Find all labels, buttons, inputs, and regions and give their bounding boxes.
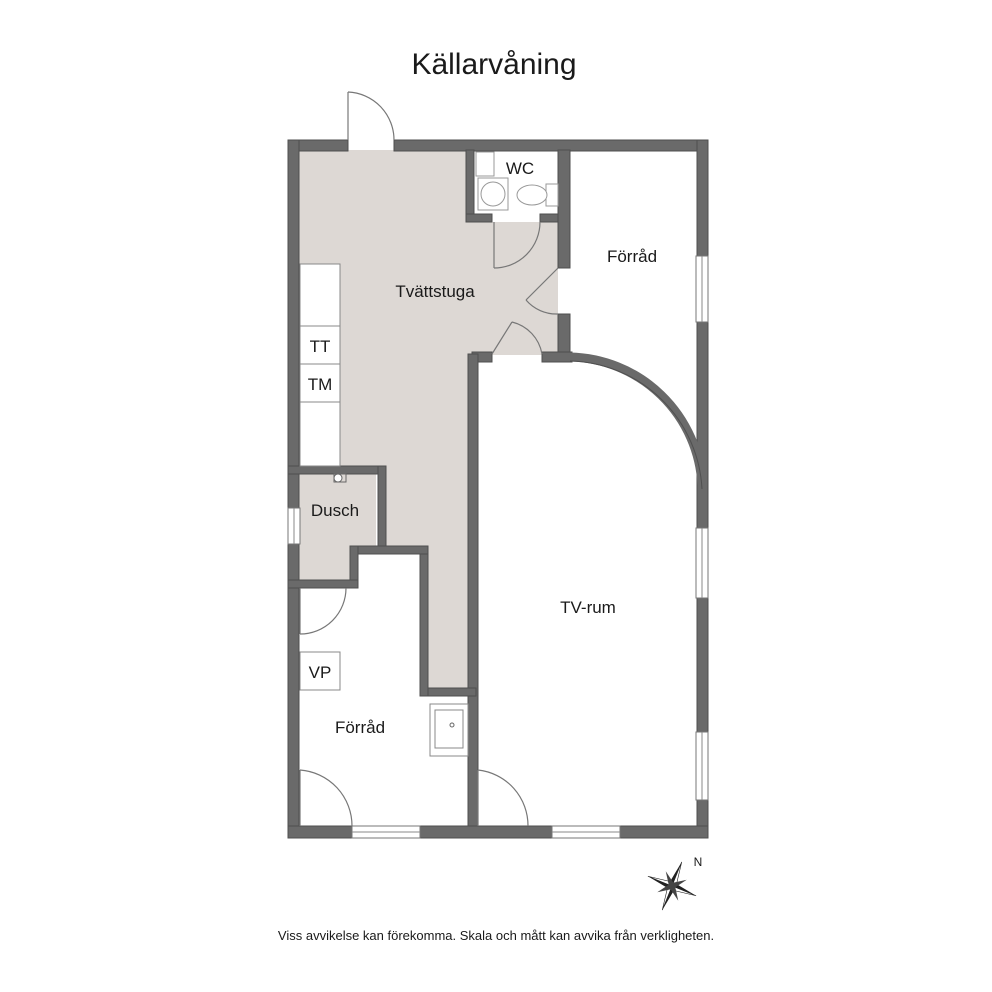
plan-title: Källarvåning: [411, 48, 576, 81]
label-forrad-ne: Förråd: [607, 247, 657, 266]
curved-wall: [569, 352, 707, 486]
windows: [287, 255, 709, 839]
shower-drain-icon: [333, 473, 347, 483]
label-tt: TT: [310, 337, 331, 356]
compass-north-label: N: [694, 855, 703, 869]
label-tvattstuga: Tvättstuga: [395, 282, 475, 301]
washbasin-icon: [475, 151, 509, 211]
interior-walls: [287, 149, 573, 827]
label-vp: VP: [309, 663, 332, 682]
toilet-icon: [516, 183, 559, 207]
forrad-sw-door[interactable]: [299, 769, 353, 827]
laundry-counter: [299, 263, 341, 467]
label-dusch: Dusch: [311, 501, 359, 520]
compass-rose-icon: [647, 861, 697, 911]
disclaimer-text: Viss avvikelse kan förekomma. Skala och …: [278, 928, 714, 943]
sink-icon: [429, 703, 469, 757]
label-wc: WC: [506, 159, 534, 178]
tv-rum-door[interactable]: [491, 321, 543, 355]
label-tv-rum: TV-rum: [560, 598, 616, 617]
dusch-door[interactable]: [299, 587, 347, 635]
forrad-ne-door[interactable]: [525, 267, 559, 315]
vp-box: [299, 651, 341, 691]
shaded-floor: [299, 150, 558, 690]
corridor-door[interactable]: [477, 769, 529, 827]
label-tm: TM: [308, 375, 333, 394]
entrance-door[interactable]: [347, 91, 395, 141]
label-forrad-sw: Förråd: [335, 718, 385, 737]
wc-door[interactable]: [493, 221, 541, 269]
